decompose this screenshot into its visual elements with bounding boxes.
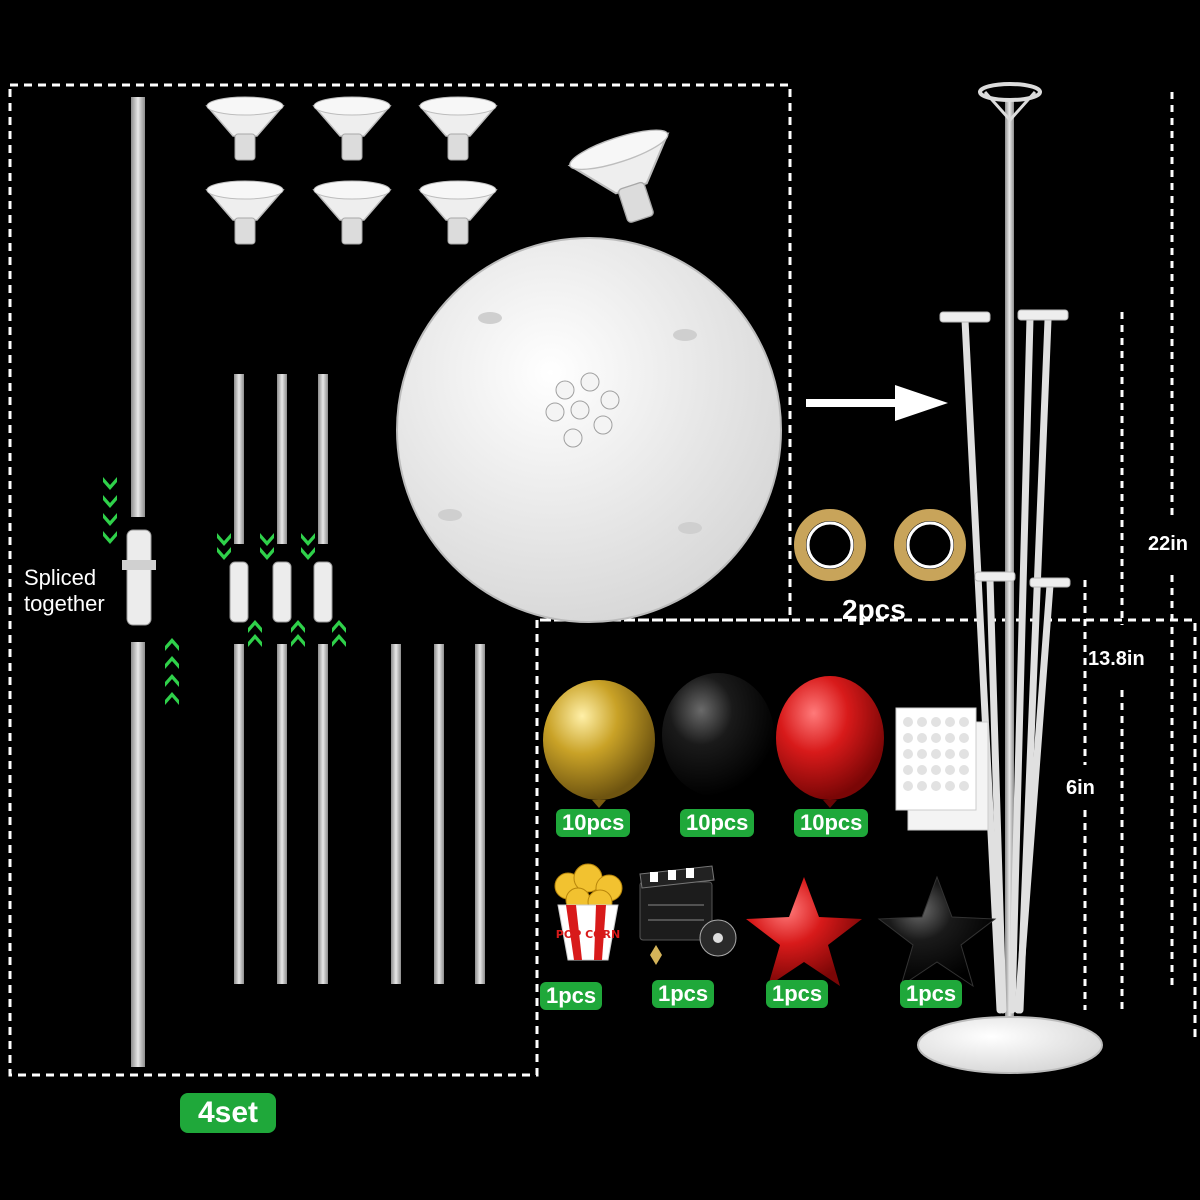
glue-tape-rolls xyxy=(794,509,966,581)
dimension-lines xyxy=(1083,92,1174,1010)
latex-balloon-red xyxy=(776,676,884,808)
dashed-frame xyxy=(8,83,1197,1077)
loose-rods xyxy=(391,644,485,984)
foil-balloon-red-star xyxy=(746,877,862,986)
foil-balloon-clapperboard xyxy=(639,865,737,965)
set-qty-badge: 4set xyxy=(180,1093,277,1133)
spliced-together-label: Spliced together xyxy=(24,565,105,617)
balloon-cups xyxy=(206,96,692,245)
tape-qty-label: 2pcs xyxy=(842,594,906,625)
assembled-balloon-stand xyxy=(917,82,1103,1074)
popcorn-text: POP CORN xyxy=(556,928,620,941)
latex-balloon-gold xyxy=(543,680,655,808)
latex-balloon-black xyxy=(662,673,774,805)
foil-balloon-popcorn: POP CORN xyxy=(554,863,623,961)
long-rod-assembly xyxy=(103,97,179,1067)
qty-badge-popcorn: 1pcs xyxy=(540,982,603,1010)
qty-badge-gold: 10pcs xyxy=(556,809,631,837)
qty-badge-black: 10pcs xyxy=(680,809,755,837)
dimension-total-label: 22in xyxy=(1148,533,1189,555)
white-arrow-icon xyxy=(806,385,948,421)
qty-badge-black-star: 1pcs xyxy=(900,980,963,1008)
short-rods-joined xyxy=(217,374,346,984)
spliced-line-1: Spliced xyxy=(24,565,97,590)
qty-badge-clapperboard: 1pcs xyxy=(652,980,715,1008)
spliced-line-2: together xyxy=(24,591,105,616)
qty-badge-red: 10pcs xyxy=(794,809,869,837)
foil-balloon-black-star xyxy=(877,875,997,988)
dimension-lower-label: 6in xyxy=(1066,777,1095,799)
round-base xyxy=(396,237,782,623)
dimension-middle-label: 13.8in xyxy=(1088,648,1145,670)
qty-badge-red-star: 1pcs xyxy=(766,980,829,1008)
glue-dot-sheets xyxy=(895,707,989,831)
